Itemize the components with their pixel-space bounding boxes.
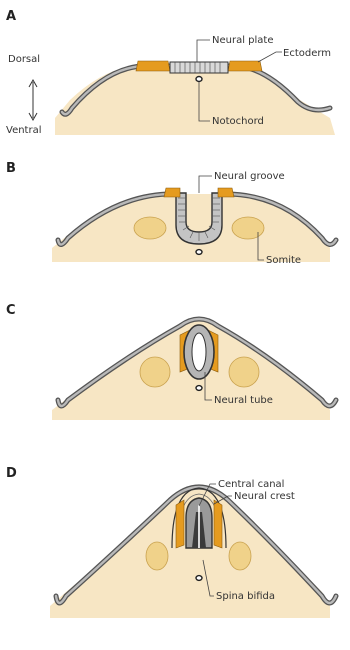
label-neural-plate: Neural plate: [212, 35, 274, 46]
panel-d-somite-left: [146, 542, 168, 570]
axis-label-ventral: Ventral: [6, 125, 42, 136]
label-neural-groove: Neural groove: [214, 171, 285, 182]
panel-a-letter: A: [6, 9, 16, 24]
panel-a-neural-crest-left: [136, 61, 170, 71]
panel-d-neural-crest-left: [176, 500, 184, 548]
panel-b-neural-crest-left: [164, 188, 180, 197]
panel-b: B Neural groove Somite: [6, 161, 336, 266]
label-somite: Somite: [266, 255, 301, 266]
panel-b-letter: B: [6, 161, 16, 176]
panel-b-somite-left: [134, 217, 166, 239]
panel-d-notochord: [196, 576, 202, 581]
axis-label-dorsal: Dorsal: [8, 54, 40, 65]
label-notochord: Notochord: [212, 116, 264, 127]
panel-c-neural-canal: [192, 333, 206, 371]
panel-a-neural-plate: [170, 62, 228, 73]
panel-a: A Dorsal Ventral Neural plate Ectoderm: [6, 9, 335, 136]
panel-c-notochord: [196, 386, 202, 391]
panel-c-somite-right: [229, 357, 259, 387]
panel-d-somite-right: [229, 542, 251, 570]
panel-d-letter: D: [6, 466, 17, 481]
panel-b-yolk: [52, 194, 330, 262]
label-spina-bifida: Spina bifida: [216, 591, 275, 602]
label-neural-crest: Neural crest: [234, 491, 295, 502]
label-central-canal: Central canal: [218, 479, 284, 490]
panel-a-notochord: [196, 77, 202, 82]
panel-d-neural-crest-right: [214, 500, 222, 548]
panel-c-somite-left: [140, 357, 170, 387]
panel-b-neural-crest-right: [218, 188, 234, 197]
panel-b-notochord: [196, 250, 202, 255]
label-neural-tube: Neural tube: [214, 395, 273, 406]
leader-neural-plate: [197, 40, 210, 62]
panel-b-somite-right: [232, 217, 264, 239]
panel-d: D Central canal Neural crest Spina bifid…: [6, 466, 336, 618]
leader-neural-groove: [199, 176, 212, 193]
label-ectoderm: Ectoderm: [283, 48, 331, 59]
panel-c-letter: C: [6, 303, 16, 318]
leader-ectoderm: [258, 52, 282, 62]
panel-c: C Neural tube: [6, 303, 336, 420]
panel-a-neural-crest-right: [228, 61, 262, 71]
